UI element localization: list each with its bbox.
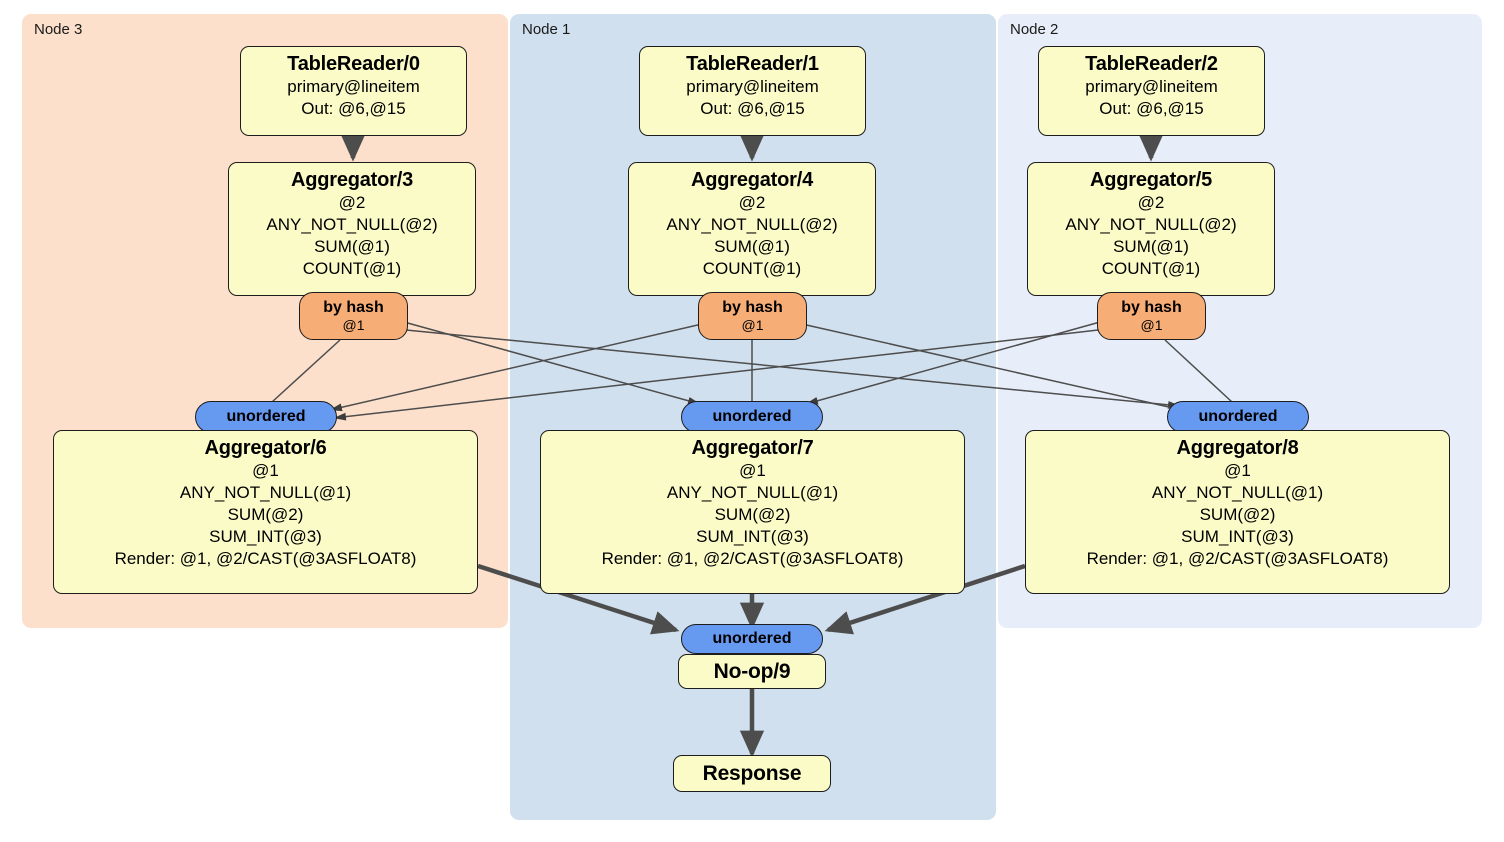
processor-noop-9[interactable]: No-op/9 [678, 654, 826, 689]
router-by-hash-center[interactable]: by hash @1 [698, 292, 807, 340]
processor-detail-line: ANY_NOT_NULL(@1) [179, 483, 352, 503]
processor-aggregator-6[interactable]: Aggregator/6 @1 ANY_NOT_NULL(@1) SUM(@2)… [53, 430, 478, 594]
processor-render-line: Render: @1, @2/CAST(@3ASFLOAT8) [601, 549, 904, 569]
processor-tablereader-0[interactable]: TableReader/0 primary@lineitem Out: @6,@… [240, 46, 467, 136]
processor-aggregator-8[interactable]: Aggregator/8 @1 ANY_NOT_NULL(@1) SUM(@2)… [1025, 430, 1450, 594]
processor-title: Response [702, 761, 802, 785]
processor-detail-line: SUM(@2) [1199, 505, 1276, 525]
processor-detail-line: Out: @6,@15 [1099, 99, 1204, 119]
processor-detail-line: ANY_NOT_NULL(@1) [666, 483, 839, 503]
synchronizer-unordered-final[interactable]: unordered [681, 624, 823, 654]
processor-detail-line: COUNT(@1) [302, 259, 402, 279]
synchronizer-title: unordered [712, 408, 792, 426]
processor-detail-line: SUM(@1) [714, 237, 790, 257]
processor-detail-line: ANY_NOT_NULL(@2) [266, 215, 438, 235]
synchronizer-title: unordered [712, 630, 792, 648]
router-column: @1 [342, 316, 365, 333]
processor-aggregator-7[interactable]: Aggregator/7 @1 ANY_NOT_NULL(@1) SUM(@2)… [540, 430, 965, 594]
synchronizer-unordered-left[interactable]: unordered [195, 401, 337, 433]
processor-title: TableReader/0 [287, 53, 420, 75]
processor-detail-line: SUM(@2) [714, 505, 791, 525]
processor-detail-line: @2 [338, 193, 366, 213]
router-column: @1 [1140, 316, 1163, 333]
router-title: by hash [722, 299, 783, 317]
processor-title: Aggregator/5 [1089, 169, 1213, 191]
processor-title: Aggregator/7 [691, 437, 814, 459]
processor-title: Aggregator/8 [1176, 437, 1299, 459]
processor-detail-line: COUNT(@1) [1101, 259, 1201, 279]
processor-title: No-op/9 [713, 659, 791, 683]
processor-detail-line: @1 [252, 461, 279, 481]
processor-detail-line: SUM(@1) [1113, 237, 1189, 257]
processor-aggregator-4[interactable]: Aggregator/4 @2 ANY_NOT_NULL(@2) SUM(@1)… [628, 162, 876, 296]
processor-detail-line: COUNT(@1) [702, 259, 802, 279]
router-by-hash-left[interactable]: by hash @1 [299, 292, 408, 340]
processor-tablereader-2[interactable]: TableReader/2 primary@lineitem Out: @6,@… [1038, 46, 1265, 136]
processor-title: TableReader/2 [1085, 53, 1218, 75]
processor-response[interactable]: Response [673, 755, 831, 792]
router-title: by hash [323, 299, 384, 317]
processor-detail-line: @2 [1137, 193, 1165, 213]
processor-detail-line: ANY_NOT_NULL(@2) [666, 215, 838, 235]
processor-detail-line: SUM(@1) [314, 237, 390, 257]
region-node-2-label: Node 2 [1010, 21, 1059, 38]
router-by-hash-right[interactable]: by hash @1 [1097, 292, 1206, 340]
processor-title: Aggregator/6 [204, 437, 327, 459]
processor-detail-line: primary@lineitem [686, 77, 819, 97]
router-title: by hash [1121, 299, 1182, 317]
processor-detail-line: @1 [739, 461, 766, 481]
processor-render-line: Render: @1, @2/CAST(@3ASFLOAT8) [1086, 549, 1389, 569]
processor-aggregator-5[interactable]: Aggregator/5 @2 ANY_NOT_NULL(@2) SUM(@1)… [1027, 162, 1275, 296]
region-node-3-label: Node 3 [34, 21, 83, 38]
processor-render-line: Render: @1, @2/CAST(@3ASFLOAT8) [114, 549, 417, 569]
processor-detail-line: SUM_INT(@3) [696, 527, 809, 547]
processor-aggregator-3[interactable]: Aggregator/3 @2 ANY_NOT_NULL(@2) SUM(@1)… [228, 162, 476, 296]
processor-title: TableReader/1 [686, 53, 819, 75]
processor-detail-line: primary@lineitem [287, 77, 420, 97]
processor-detail-line: SUM(@2) [227, 505, 304, 525]
processor-detail-line: SUM_INT(@3) [1181, 527, 1294, 547]
processor-detail-line: ANY_NOT_NULL(@1) [1151, 483, 1324, 503]
processor-detail-line: @1 [1224, 461, 1251, 481]
processor-detail-line: ANY_NOT_NULL(@2) [1065, 215, 1237, 235]
processor-tablereader-1[interactable]: TableReader/1 primary@lineitem Out: @6,@… [639, 46, 866, 136]
synchronizer-title: unordered [226, 408, 306, 426]
processor-detail-line: Out: @6,@15 [700, 99, 805, 119]
processor-detail-line: primary@lineitem [1085, 77, 1218, 97]
synchronizer-unordered-right[interactable]: unordered [1167, 401, 1309, 433]
synchronizer-unordered-center[interactable]: unordered [681, 401, 823, 433]
region-node-1-label: Node 1 [522, 21, 571, 38]
synchronizer-title: unordered [1198, 408, 1278, 426]
processor-detail-line: SUM_INT(@3) [209, 527, 322, 547]
processor-title: Aggregator/3 [290, 169, 414, 191]
router-column: @1 [741, 316, 764, 333]
processor-detail-line: @2 [738, 193, 766, 213]
processor-title: Aggregator/4 [690, 169, 814, 191]
processor-detail-line: Out: @6,@15 [301, 99, 406, 119]
